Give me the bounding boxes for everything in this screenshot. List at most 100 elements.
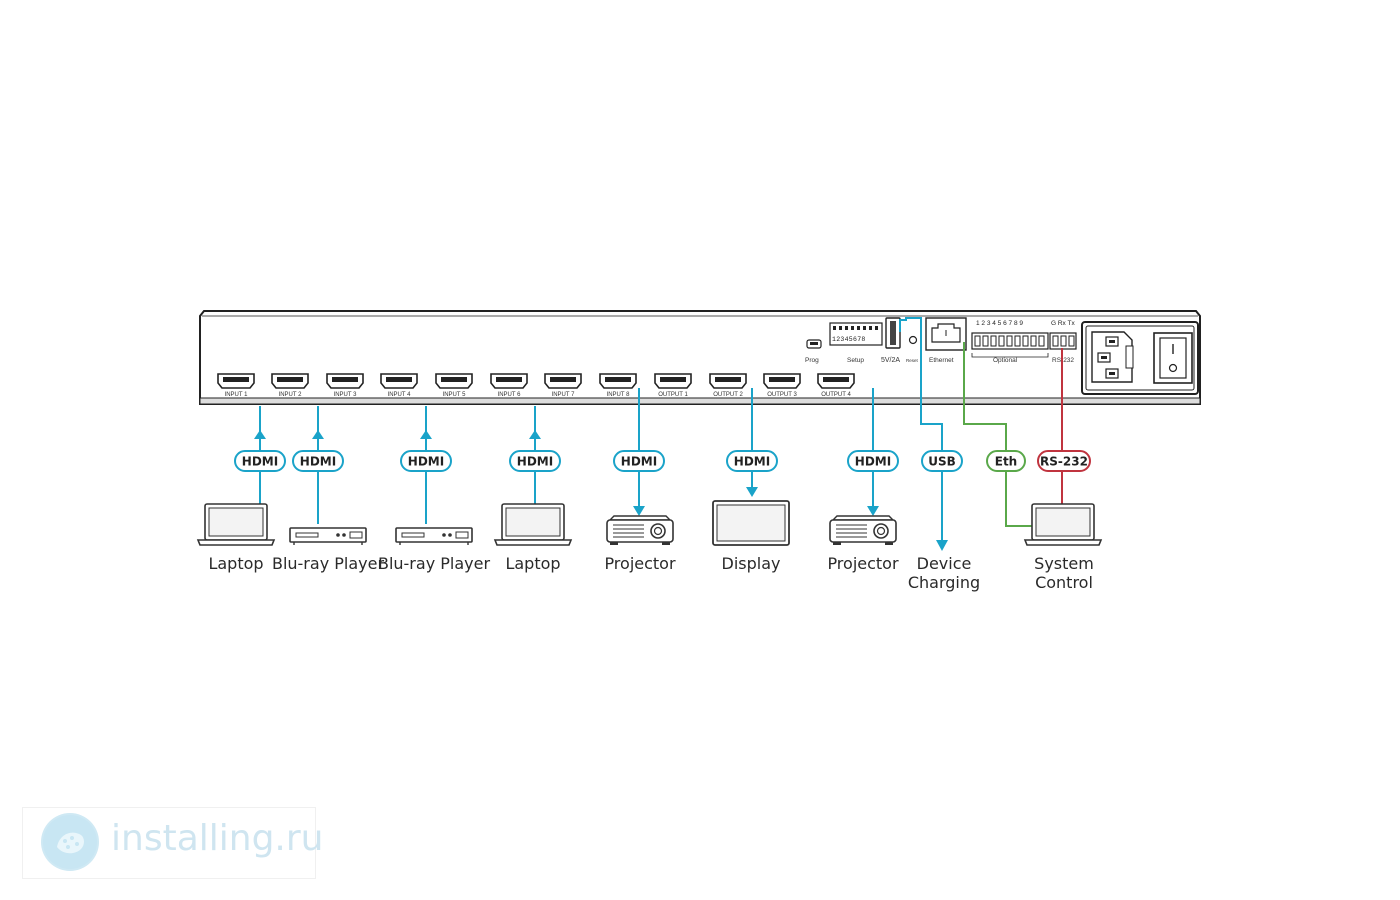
usb-power-label: 5V/2A bbox=[881, 357, 900, 364]
hdmi-port-in4[interactable] bbox=[380, 373, 418, 389]
usb-port[interactable] bbox=[885, 317, 901, 349]
prog-port[interactable] bbox=[806, 339, 822, 349]
optional-pin bbox=[974, 335, 981, 347]
optional-pin bbox=[1006, 335, 1013, 347]
bluray-player-icon bbox=[289, 527, 367, 545]
dip-switch-toggle[interactable] bbox=[863, 326, 866, 330]
hdmi-badge-text: HDMI bbox=[242, 455, 278, 469]
hdmi-port-label: OUTPUT 2 bbox=[713, 392, 743, 398]
dip-switch-toggle[interactable] bbox=[839, 326, 842, 330]
setup-numbers: 12345678 bbox=[832, 336, 866, 343]
optional-pin bbox=[1038, 335, 1045, 347]
hdmi-port-in6[interactable] bbox=[490, 373, 528, 389]
hdmi-port-in2[interactable] bbox=[271, 373, 309, 389]
hdmi-port-label: INPUT 3 bbox=[334, 392, 358, 398]
rs232-pin bbox=[1052, 335, 1059, 347]
device-label-control-1: System bbox=[1034, 554, 1094, 573]
watermark-text: installing.ru bbox=[111, 818, 324, 859]
hdmi-badge-text: HDMI bbox=[855, 455, 891, 469]
device-label-bluray-2: Blu-ray Player bbox=[378, 554, 490, 573]
installing-logo-icon bbox=[41, 813, 99, 871]
dip-switch-toggle[interactable] bbox=[833, 326, 836, 330]
prog-label: Prog bbox=[805, 357, 819, 364]
hdmi-badge-text: HDMI bbox=[621, 455, 657, 469]
optional-pin bbox=[982, 335, 989, 347]
hdmi-badge: HDMI bbox=[613, 450, 665, 472]
device-label-charging-2: Charging bbox=[908, 573, 980, 592]
hdmi-port-in8[interactable] bbox=[599, 373, 637, 389]
hdmi-port-in7[interactable] bbox=[544, 373, 582, 389]
ethernet-label: Ethernet bbox=[929, 357, 954, 364]
hdmi-badge: HDMI bbox=[400, 450, 452, 472]
rs232-label: RS-232 bbox=[1052, 357, 1074, 364]
hdmi-port-label: INPUT 1 bbox=[225, 392, 249, 398]
reset-button[interactable] bbox=[908, 335, 918, 345]
hdmi-port-out2[interactable] bbox=[709, 373, 747, 389]
reset-label: Reset bbox=[906, 358, 919, 363]
dip-switch-toggle[interactable] bbox=[875, 326, 878, 330]
hdmi-badge-text: HDMI bbox=[408, 455, 444, 469]
hdmi-port-out1[interactable] bbox=[654, 373, 692, 389]
optional-pin bbox=[998, 335, 1005, 347]
dip-switch-toggle[interactable] bbox=[857, 326, 860, 330]
hdmi-port-label: INPUT 5 bbox=[443, 392, 467, 398]
device-label-projector-1: Projector bbox=[604, 554, 676, 573]
hdmi-badge: HDMI bbox=[726, 450, 778, 472]
setup-dip-switch[interactable] bbox=[829, 322, 883, 346]
cable-badges: HDMI HDMI HDMI HDMI HDMI HDMI HDMI USB Eth RS-232 bbox=[234, 450, 1091, 472]
hdmi-badge: HDMI bbox=[847, 450, 899, 472]
rs232-pin bbox=[1060, 335, 1067, 347]
arrow-up-icon bbox=[254, 430, 266, 439]
hdmi-badge: HDMI bbox=[292, 450, 344, 472]
projector-icon bbox=[829, 515, 897, 545]
device-label-laptop-1: Laptop bbox=[208, 554, 263, 573]
optional-pin bbox=[1022, 335, 1029, 347]
hdmi-port-label: OUTPUT 1 bbox=[658, 392, 688, 398]
optional-pin bbox=[990, 335, 997, 347]
hdmi-port-out4[interactable] bbox=[817, 373, 855, 389]
arrow-up-icon bbox=[529, 430, 541, 439]
watermark: installing.ru bbox=[22, 807, 323, 879]
hdmi-port-in3[interactable] bbox=[326, 373, 364, 389]
hdmi-port-label: INPUT 4 bbox=[388, 392, 412, 398]
laptop-icon bbox=[493, 503, 573, 546]
hdmi-port-in5[interactable] bbox=[435, 373, 473, 389]
hdmi-port-out3[interactable] bbox=[763, 373, 801, 389]
device-label-control-2: Control bbox=[1035, 573, 1093, 592]
rs232-badge-text: RS-232 bbox=[1040, 455, 1088, 469]
optional-terminal-block[interactable] bbox=[971, 332, 1049, 350]
hdmi-port-in1[interactable] bbox=[217, 373, 255, 389]
power-module bbox=[1081, 321, 1199, 395]
display-icon bbox=[712, 500, 790, 546]
hdmi-port-label: INPUT 7 bbox=[552, 392, 576, 398]
hdmi-badge: HDMI bbox=[509, 450, 561, 472]
eth-badge: Eth bbox=[986, 450, 1026, 472]
hdmi-port-label: OUTPUT 3 bbox=[767, 392, 797, 398]
device-label-bluray-1: Blu-ray Player bbox=[272, 554, 384, 573]
dip-switch-toggle[interactable] bbox=[851, 326, 854, 330]
rs232-badge: RS-232 bbox=[1037, 450, 1091, 472]
hdmi-badge: HDMI bbox=[234, 450, 286, 472]
optional-numbers: 1 2 3 4 5 6 7 8 9 bbox=[976, 320, 1023, 327]
rs232-pin bbox=[1068, 335, 1075, 347]
hdmi-badge-text: HDMI bbox=[517, 455, 553, 469]
arrow-down-icon bbox=[746, 487, 758, 497]
usb-badge: USB bbox=[921, 450, 963, 472]
hdmi-port-label: INPUT 6 bbox=[498, 392, 522, 398]
bluray-player-icon bbox=[395, 527, 473, 545]
dip-switch-toggle[interactable] bbox=[845, 326, 848, 330]
laptop-icon bbox=[1023, 503, 1103, 546]
setup-label: Setup bbox=[847, 357, 864, 364]
projector-icon bbox=[606, 515, 674, 545]
dip-switch-toggle[interactable] bbox=[869, 326, 872, 330]
ethernet-port[interactable] bbox=[925, 317, 967, 351]
device-label-laptop-2: Laptop bbox=[505, 554, 560, 573]
rs232-terminal-block[interactable] bbox=[1049, 332, 1077, 350]
power-inlet[interactable] bbox=[1091, 331, 1134, 383]
optional-label: Optional bbox=[993, 357, 1018, 364]
device-label-projector-2: Projector bbox=[827, 554, 899, 573]
power-switch[interactable] bbox=[1153, 332, 1193, 384]
